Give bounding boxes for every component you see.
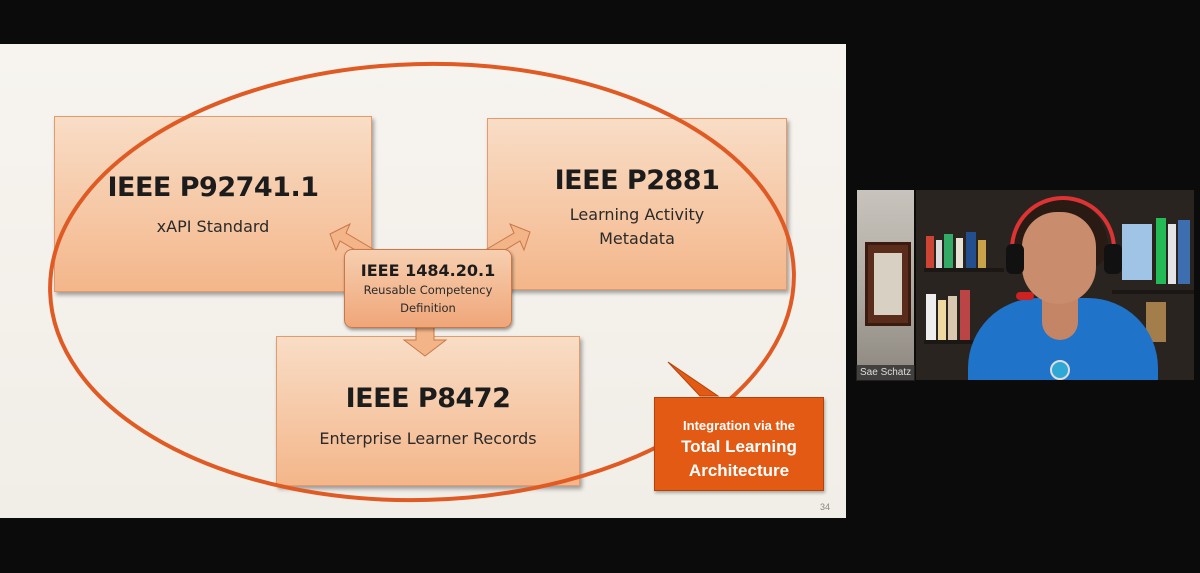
headset-earpiece-right xyxy=(1104,244,1122,274)
box-description-line: Metadata xyxy=(599,229,675,248)
box-title: IEEE P8472 xyxy=(345,383,511,414)
box-description-line: Learning Activity xyxy=(569,205,705,224)
video-tile-side[interactable] xyxy=(857,190,914,380)
presentation-slide: IEEE P92741.1 xAPI Standard IEEE P2881 L… xyxy=(0,44,846,518)
center-competency-box: IEEE 1484.20.1 Reusable Competency Defin… xyxy=(344,249,512,328)
center-subtitle-line: Reusable Competency xyxy=(363,283,493,297)
box-xapi-standard: IEEE P92741.1 xAPI Standard xyxy=(54,116,372,292)
center-title: IEEE 1484.20.1 xyxy=(360,261,496,280)
callout-pointer xyxy=(667,361,720,397)
box-title: IEEE P2881 xyxy=(554,165,720,196)
box-learning-activity-metadata: IEEE P2881 Learning Activity Metadata xyxy=(487,118,787,290)
integration-ellipse xyxy=(48,61,796,503)
ellipse-layer xyxy=(48,61,796,503)
box-description: xAPI Standard xyxy=(156,217,270,236)
box-description: Enterprise Learner Records xyxy=(319,429,537,448)
participant-name-label: Sae Schatz xyxy=(856,365,916,381)
box-description: Learning Activity Metadata xyxy=(488,203,786,251)
wall-frame xyxy=(865,242,911,326)
callout-line: Total Learning xyxy=(681,437,797,456)
slide-page-number: 34 xyxy=(820,502,831,512)
arrow-down xyxy=(402,325,448,357)
callout-line: Architecture xyxy=(688,461,790,480)
headset-earpiece-left xyxy=(1006,244,1024,274)
microphone-icon xyxy=(1016,292,1034,300)
callout-line: Integration via the xyxy=(683,418,795,433)
pendant xyxy=(1050,360,1070,380)
tla-callout: Integration via the Total Learning Archi… xyxy=(654,397,824,491)
center-subtitle-line: Definition xyxy=(400,301,456,315)
box-title: IEEE P92741.1 xyxy=(107,172,319,203)
